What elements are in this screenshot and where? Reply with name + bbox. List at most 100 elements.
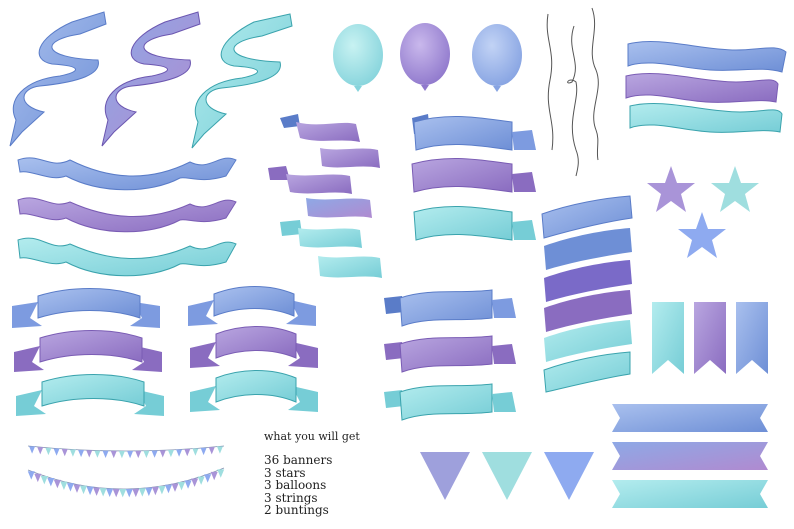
curly-ribbon-aqua — [191, 13, 293, 149]
scroll-banner-purple — [411, 158, 536, 193]
bunting-flag — [178, 482, 186, 491]
bunting-flag — [151, 450, 158, 458]
bunting-flag — [210, 471, 218, 481]
bunting-flag — [93, 487, 101, 496]
pennant-purple — [694, 302, 726, 374]
triangle-flag-purple — [420, 452, 470, 500]
bunting-flag — [119, 489, 127, 498]
balloon-aqua — [333, 24, 383, 92]
bunting-flag — [184, 480, 192, 489]
pennant-aqua — [652, 302, 684, 374]
bunting-flag — [167, 449, 174, 458]
balloon-string-2 — [567, 25, 579, 177]
arch-banner-purple-2 — [190, 326, 318, 368]
stacked-ribbon — [541, 195, 633, 393]
bunting-flag — [94, 450, 101, 458]
bunting-flag — [208, 447, 215, 455]
bunting-flag — [151, 486, 159, 496]
scroll-banner-purple-2 — [384, 335, 516, 373]
bunting-flag — [145, 487, 153, 497]
bunting-flag — [125, 488, 133, 498]
bunting-flag — [53, 479, 61, 489]
bunting-flag — [69, 449, 76, 457]
bunting-flag — [176, 449, 183, 457]
arch-banner-aqua — [16, 374, 164, 416]
bunting-flag — [106, 488, 114, 498]
bunting-flag — [159, 450, 166, 458]
caption-item-stars: 3 stars — [264, 465, 306, 480]
bunting-flag — [184, 449, 191, 457]
bunting-flag — [73, 484, 81, 493]
arch-banner-purple — [14, 330, 162, 372]
bunting-flag — [132, 488, 140, 498]
scroll-banner-aqua-2 — [384, 383, 516, 421]
wave-banner-blue — [17, 157, 237, 191]
caption-item-banners: 36 banners — [264, 453, 333, 467]
bunting-flag — [217, 469, 225, 478]
straight-banner-aqua — [612, 480, 768, 508]
caption-item-balloons: 3 balloons — [264, 478, 327, 492]
bunting-flag — [60, 481, 68, 491]
bunting-1 — [27, 445, 225, 459]
scroll-banner-aqua — [413, 206, 536, 241]
bunting-flag — [112, 488, 120, 498]
bunting-flag — [34, 473, 42, 483]
bunting-2 — [27, 467, 225, 498]
bunting-flag — [66, 483, 74, 492]
bunting-flag — [37, 447, 44, 455]
star-blue — [678, 212, 726, 258]
bunting-flag — [204, 474, 212, 483]
bunting-flag — [99, 488, 107, 497]
bunting-flag — [164, 484, 172, 494]
scroll-banner-blue — [412, 114, 536, 151]
bunting-flag — [127, 450, 134, 459]
bunting-flag — [138, 488, 146, 497]
bunting-flag — [158, 485, 166, 495]
triangle-flag-blue — [544, 452, 594, 500]
bunting-flag — [61, 449, 68, 457]
straight-banner-purple — [612, 442, 768, 470]
bunting-flag — [192, 448, 199, 456]
bunting-flag — [27, 471, 35, 480]
bunting-flag — [197, 476, 205, 485]
product-contents-caption: what you will get 36 banners 3 stars 3 b… — [264, 430, 360, 517]
bunting-flag — [45, 447, 52, 456]
flow-banner-blue — [627, 41, 787, 73]
bunting-flag — [86, 486, 94, 496]
balloon-string-3 — [591, 7, 599, 161]
caption-heading: what you will get — [264, 430, 360, 443]
bunting-flag — [53, 448, 60, 456]
star-purple — [647, 166, 695, 212]
wave-banner-purple — [17, 197, 237, 233]
bunting-flag — [78, 449, 85, 458]
star-aqua — [711, 166, 759, 212]
scroll-banner-blue-2 — [384, 289, 516, 327]
bunting-flag — [135, 450, 142, 459]
bunting-flag — [47, 478, 55, 487]
arch-banner-blue-2 — [188, 286, 316, 326]
bunting-flag — [118, 450, 125, 459]
arch-banner-blue — [12, 288, 160, 328]
arch-banner-aqua-2 — [190, 370, 318, 412]
caption-item-strings: 3 strings — [264, 490, 318, 505]
curly-ribbon-purple — [101, 11, 201, 147]
bunting-flag — [80, 485, 88, 495]
pennant-blue — [736, 302, 768, 374]
caption-item-buntings: 2 buntings — [264, 503, 329, 517]
curly-ribbon-blue — [9, 11, 107, 147]
bunting-flag — [110, 450, 117, 459]
bunting-flag — [86, 450, 93, 458]
balloon-string-1 — [546, 13, 554, 151]
bunting-flag — [29, 446, 36, 454]
bunting-flag — [200, 447, 207, 456]
zigzag-ribbon-blue-purple — [268, 114, 382, 278]
straight-banner-blue — [612, 404, 768, 432]
bunting-flag — [143, 450, 150, 458]
bunting-flag — [40, 475, 48, 485]
flow-banner-purple — [625, 73, 779, 103]
bunting-flag — [102, 450, 109, 458]
bunting-flag — [216, 446, 223, 454]
triangle-flag-aqua — [482, 452, 532, 500]
balloon-purple — [400, 23, 450, 91]
